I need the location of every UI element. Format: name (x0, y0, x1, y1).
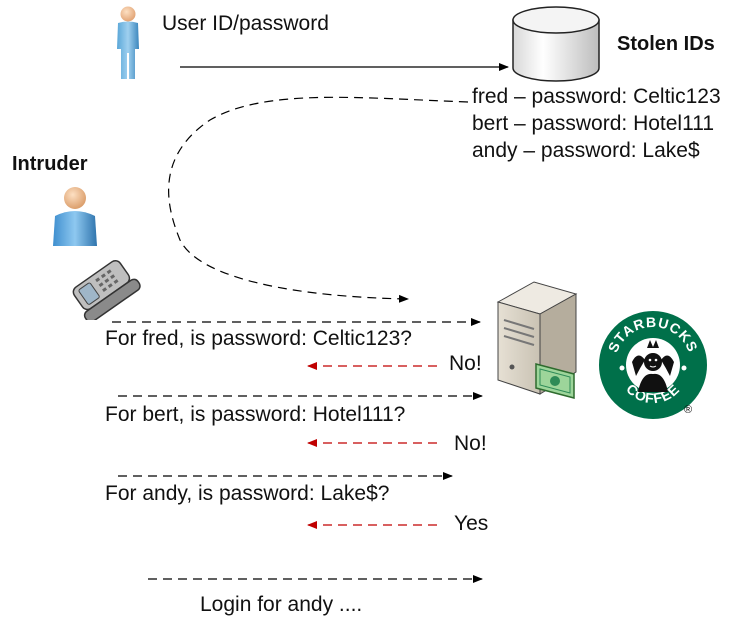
database-title: Stolen IDs (617, 33, 715, 55)
attempt-question-2: For bert, is password: Hotel111? (105, 403, 406, 426)
stolen-id-2: bert – password: Hotel111 (472, 112, 715, 135)
mobile-phone-icon (72, 259, 141, 320)
user-label: User ID/password (162, 12, 329, 35)
attempt-answer-2: No! (454, 432, 487, 455)
intruder-icon (53, 187, 97, 246)
stolen-id-3: andy – password: Lake$ (472, 139, 700, 162)
database-icon (512, 6, 600, 82)
starbucks-logo: STARBUCKS COFFEE (599, 311, 707, 419)
attempt-question-3: For andy, is password: Lake$? (105, 482, 390, 505)
money-icon (535, 363, 575, 399)
attempt-question-1: For fred, is password: Celtic123? (105, 327, 412, 350)
stolen-id-1: fred – password: Celtic123 (472, 85, 721, 108)
stolen-ids-to-server-curve (168, 96, 469, 303)
final-step-label: Login for andy .... (200, 593, 363, 616)
attempt-answer-3: Yes (454, 512, 489, 535)
intruder-label: Intruder (12, 153, 88, 175)
registered-mark: ® (684, 404, 693, 416)
attempt-answer-1: No! (449, 352, 482, 375)
person-icon (117, 6, 139, 79)
